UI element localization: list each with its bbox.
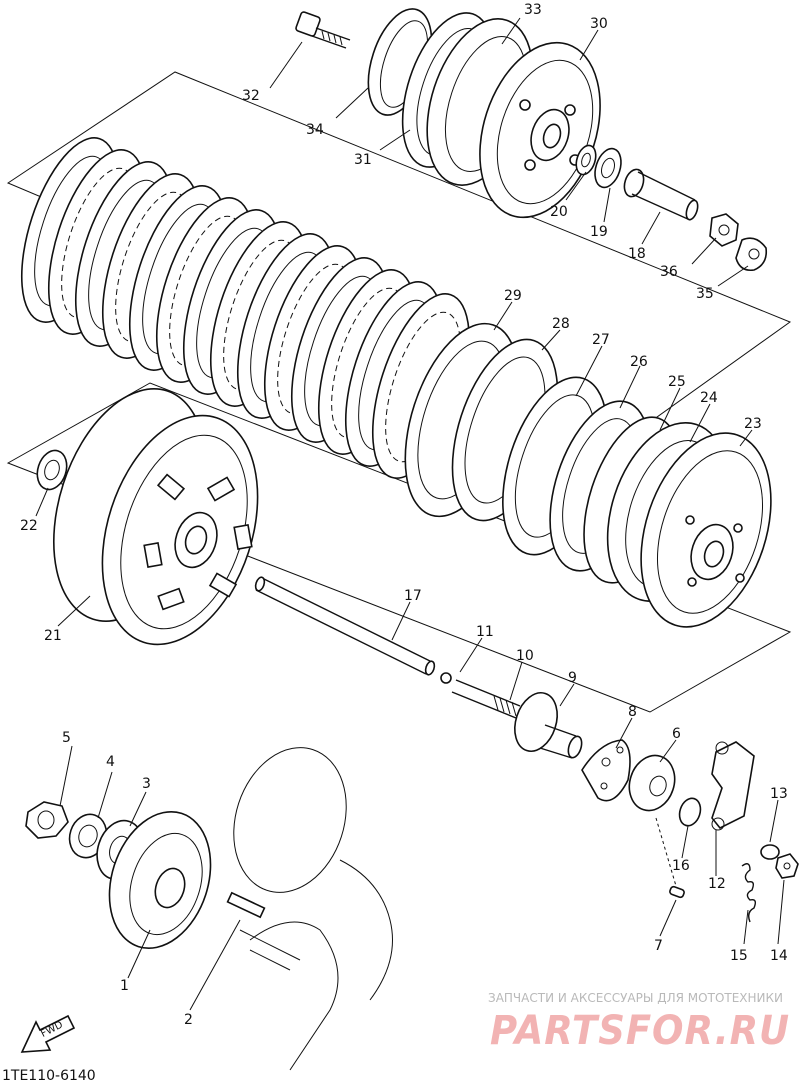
part-number-labels: 1 2 3 4 5 6 7 8 9 10 11 12 13 14 15 16 1… — [20, 2, 788, 1028]
clutch-plate-stack — [20, 137, 471, 479]
push-lever-9 — [514, 692, 583, 759]
part-label-24: 24 — [700, 390, 718, 406]
clutch-boss-23 — [640, 432, 772, 628]
nut-5 — [25, 801, 69, 839]
part-label-29: 29 — [504, 288, 522, 304]
part-label-1: 1 — [120, 978, 129, 994]
part-label-3: 3 — [142, 776, 151, 792]
part-label-30: 30 — [590, 16, 608, 32]
part-label-16: 16 — [672, 858, 690, 874]
part-label-23: 23 — [744, 416, 762, 432]
part-label-19: 19 — [590, 224, 608, 240]
part-label-17: 17 — [404, 588, 422, 604]
ball-11 — [440, 672, 452, 684]
spring-15 — [741, 863, 757, 923]
part-label-18: 18 — [628, 246, 646, 262]
watermark-caption: ЗАПЧАСТИ И АКСЕССУАРЫ ДЛЯ МОТОТЕХНИКИ — [488, 991, 783, 1005]
nut-14 — [775, 853, 799, 879]
part-label-34: 34 — [306, 122, 324, 138]
push-rod-18 — [623, 168, 699, 221]
part-label-12: 12 — [708, 876, 726, 892]
bearing-19 — [594, 147, 622, 189]
part-label-15: 15 — [730, 948, 748, 964]
washer-13 — [760, 844, 780, 860]
lock-washer-35 — [735, 237, 768, 272]
part-label-4: 4 — [106, 754, 115, 770]
part-label-26: 26 — [630, 354, 648, 370]
pressure-plate-30 — [479, 41, 601, 219]
part-label-22: 22 — [20, 518, 38, 534]
fwd-arrow-icon: FWD — [20, 1014, 76, 1053]
key-2 — [226, 891, 266, 919]
lower-group-frame — [6, 382, 792, 713]
bolt-32 — [295, 11, 351, 49]
part-label-25: 25 — [668, 374, 686, 390]
part-label-35: 35 — [696, 286, 714, 302]
part-label-33: 33 — [524, 2, 542, 18]
push-rod-10 — [451, 679, 521, 719]
part-label-11: 11 — [476, 624, 494, 640]
circlip-22 — [36, 449, 68, 491]
diagram-code: 1TE110-6140 — [2, 1068, 96, 1084]
oil-seal-6 — [628, 754, 676, 812]
part-label-32: 32 — [242, 88, 260, 104]
part-label-10: 10 — [516, 648, 534, 664]
washer-20 — [575, 144, 597, 176]
crankshaft-ghost — [233, 747, 393, 1071]
part-label-13: 13 — [770, 786, 788, 802]
part-label-36: 36 — [660, 264, 678, 280]
primary-drive-gear-1 — [108, 810, 212, 950]
push-rod-17 — [254, 576, 436, 676]
leader-lines — [35, 17, 785, 1011]
part-label-21: 21 — [44, 628, 62, 644]
watermark-logo: PARTSFOR.RU — [490, 1008, 790, 1054]
part-label-14: 14 — [770, 948, 788, 964]
part-label-9: 9 — [568, 670, 577, 686]
part-label-20: 20 — [550, 204, 568, 220]
pin-7 — [655, 817, 685, 899]
bush-16 — [678, 797, 702, 827]
plate-8 — [581, 739, 631, 802]
part-label-5: 5 — [62, 730, 71, 746]
part-label-7: 7 — [654, 938, 663, 954]
part-label-28: 28 — [552, 316, 570, 332]
lever-12 — [711, 741, 755, 831]
clutch-housing-21 — [52, 388, 259, 646]
part-label-2: 2 — [184, 1012, 193, 1028]
part-label-8: 8 — [628, 704, 637, 720]
watermark: ЗАПЧАСТИ И АКСЕССУАРЫ ДЛЯ МОТОТЕХНИКИ PA… — [488, 991, 790, 1054]
part-label-31: 31 — [354, 152, 372, 168]
part-label-6: 6 — [672, 726, 681, 742]
part-label-27: 27 — [592, 332, 610, 348]
nut-36 — [709, 213, 739, 247]
